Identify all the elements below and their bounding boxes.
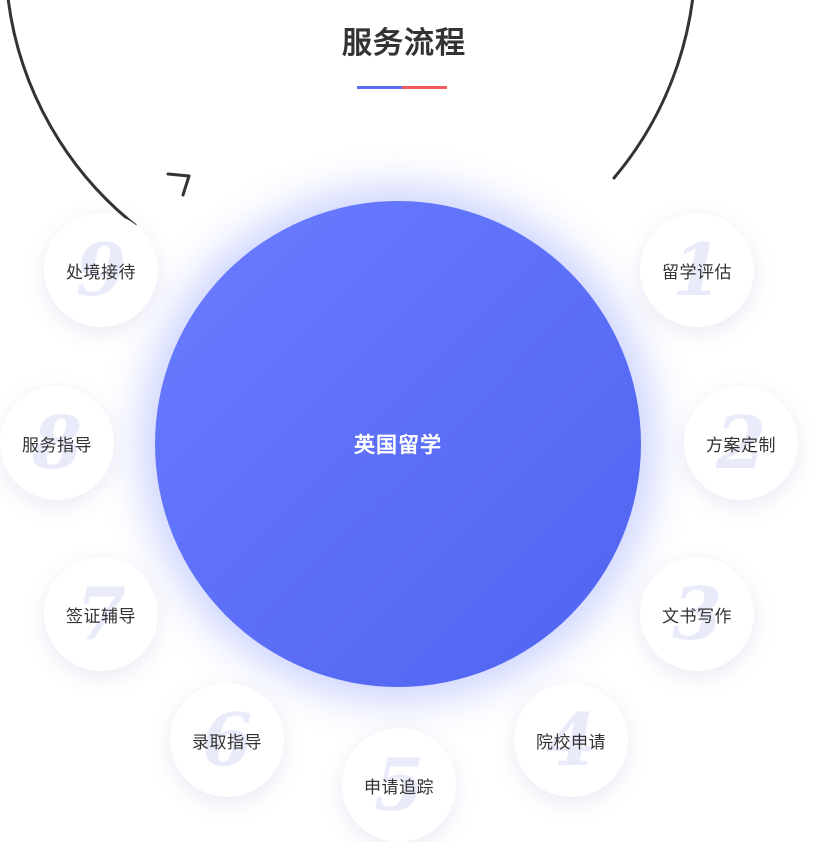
arrow-head-icon (166, 172, 191, 197)
step-label: 录取指导 (192, 732, 262, 753)
step-label: 签证辅导 (66, 606, 136, 627)
step-node-2[interactable]: 2 方案定制 (684, 386, 798, 500)
step-number: 4 (545, 697, 597, 782)
center-circle: 英国留学 (155, 201, 641, 687)
page-title: 服务流程 (342, 26, 466, 61)
step-label: 文书写作 (662, 606, 732, 627)
step-number: 8 (31, 400, 83, 485)
step-node-4[interactable]: 4 院校申请 (514, 683, 628, 797)
step-label: 方案定制 (706, 435, 776, 456)
step-node-8[interactable]: 8 服务指导 (0, 386, 114, 500)
step-number: 2 (715, 400, 767, 485)
step-number: 5 (373, 742, 425, 827)
center-label: 英国留学 (354, 433, 442, 457)
step-number: 7 (75, 571, 127, 656)
step-number: 3 (671, 571, 723, 656)
step-number: 6 (201, 697, 253, 782)
title-underline-right (402, 86, 447, 89)
step-label: 申请追踪 (364, 777, 434, 798)
step-node-1[interactable]: 1 留学评估 (640, 213, 754, 327)
title-underline-left (357, 86, 402, 89)
step-node-6[interactable]: 6 录取指导 (170, 683, 284, 797)
step-label: 处境接待 (66, 262, 136, 283)
step-label: 院校申请 (536, 732, 606, 753)
title-underline (357, 86, 447, 89)
step-node-7[interactable]: 7 签证辅导 (44, 557, 158, 671)
step-node-5[interactable]: 5 申请追踪 (342, 728, 456, 842)
step-number: 1 (671, 227, 723, 312)
step-number: 9 (75, 227, 127, 312)
step-label: 留学评估 (662, 262, 732, 283)
step-node-9[interactable]: 9 处境接待 (44, 213, 158, 327)
step-node-3[interactable]: 3 文书写作 (640, 557, 754, 671)
step-label: 服务指导 (22, 435, 92, 456)
ring-arc (6, 0, 694, 227)
